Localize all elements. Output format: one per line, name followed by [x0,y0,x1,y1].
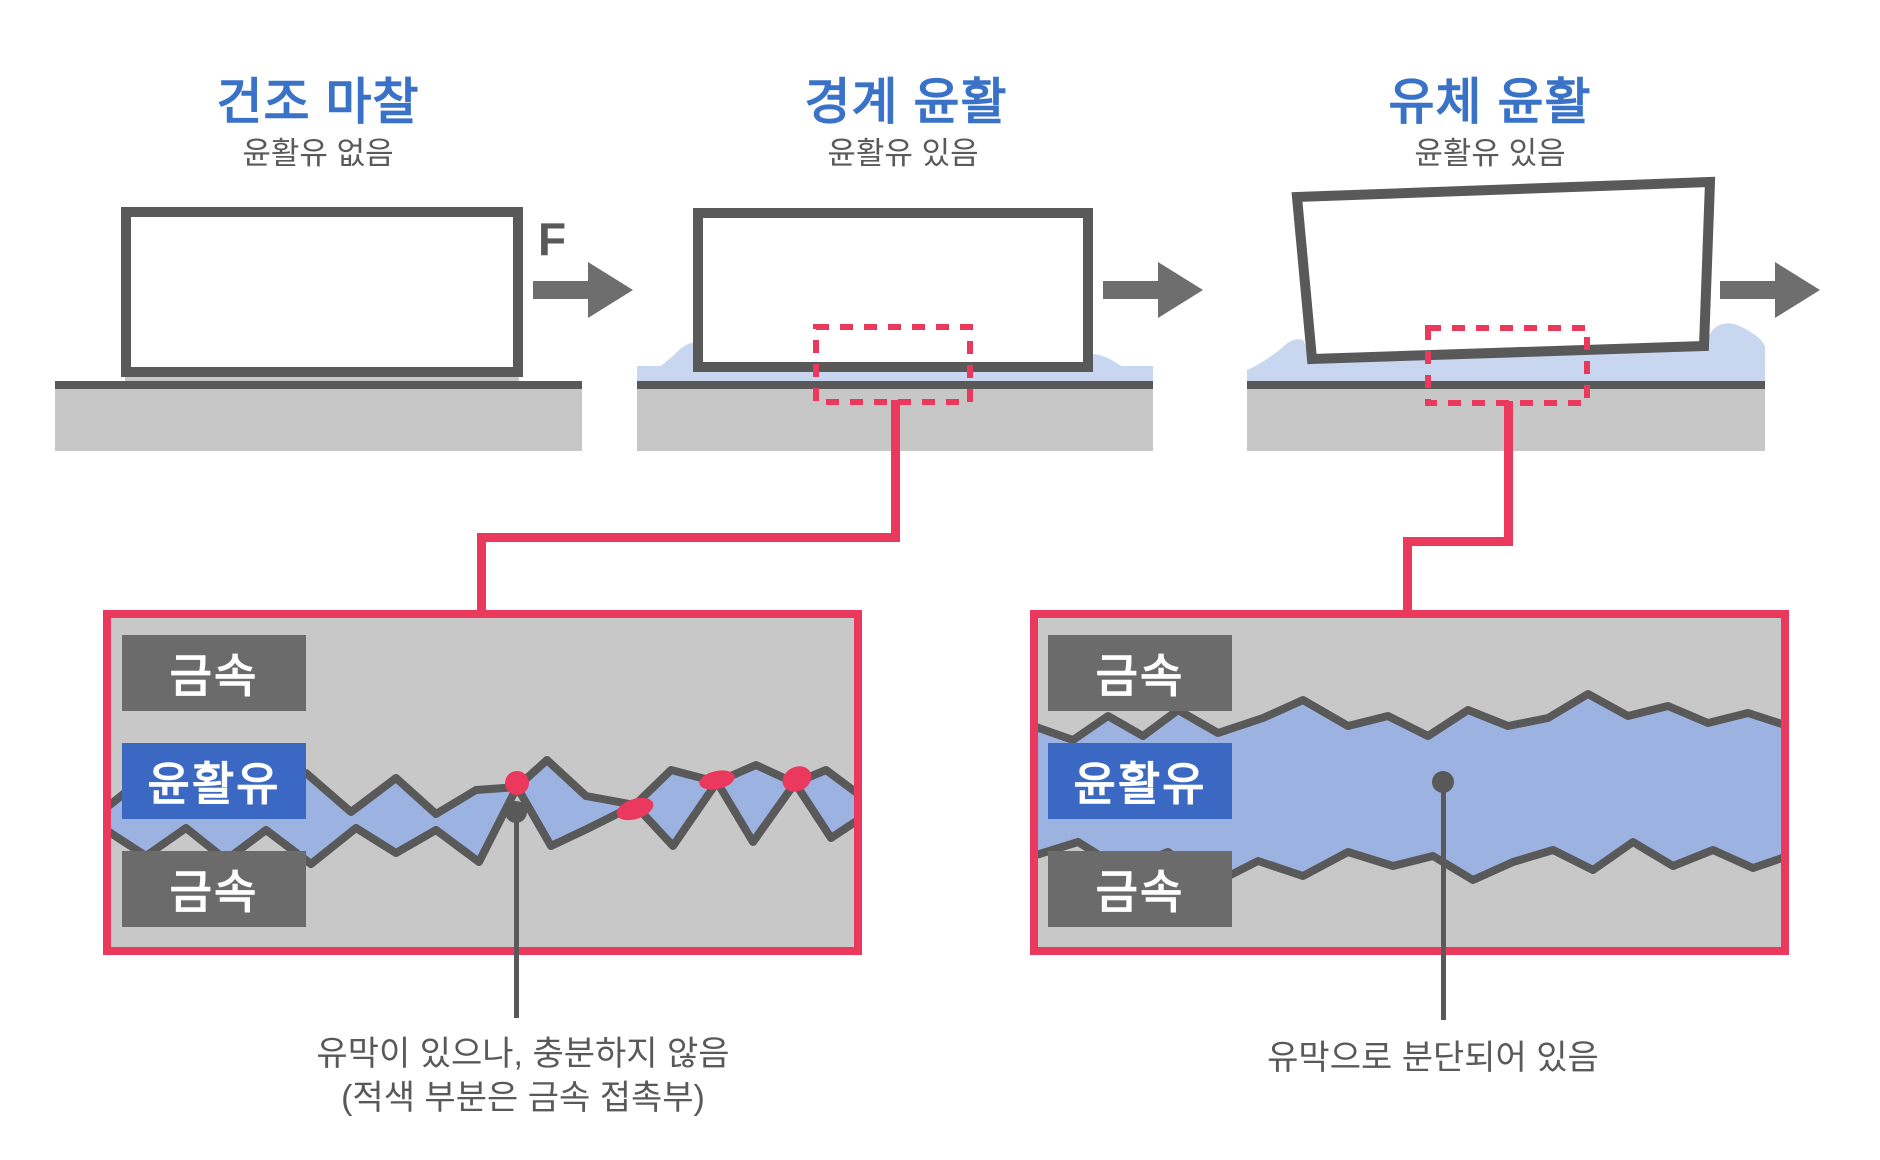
fluid-caption-line1: 유막으로 분단되어 있음 [1267,1039,1599,1077]
dry-ground [55,389,582,451]
fluid-detail-caption: 유막으로 분단되어 있음 [1267,1036,1599,1080]
boundary-oil-puddle-left [637,342,695,382]
panel-dry-subtitle: 윤활유 없음 [242,136,394,171]
fluid-caption-leader-line [1441,790,1446,1020]
boundary-connector-vertical-top [891,400,900,542]
fluid-connector-vertical-bottom [1403,537,1412,613]
boundary-caption-line2: (적색 부분은 금속 접촉부) [341,1079,705,1117]
panel-boundary-title: 경계 윤활 [804,74,1008,130]
fluid-lubricant-label: 윤활유 [1048,743,1232,819]
dry-sliding-block [121,207,523,377]
metal-contact-spot [505,771,529,795]
motion-arrow-icon [1103,262,1203,318]
fluid-connector-horizontal [1403,537,1513,546]
boundary-lubricant-label: 윤활유 [122,743,306,819]
force-label: F [538,213,567,265]
boundary-detail-caption: 유막이 있으나, 충분하지 않음 (적색 부분은 금속 접촉부) [316,1032,729,1120]
fluid-zoom-region-outline [1425,325,1590,406]
dry-contact-strip [125,375,519,383]
panel-dry-title: 건조 마찰 [216,74,420,130]
boundary-connector-vertical-bottom [477,533,486,613]
boundary-metal-bottom-label: 금속 [122,851,306,927]
metal-contact-spot [699,770,735,790]
metal-contact-spot [782,766,812,792]
panel-fluid-subtitle: 윤활유 있음 [1414,136,1566,171]
boundary-ground-surface [637,381,1153,389]
force-arrow-icon [533,262,633,318]
boundary-metal-top-label: 금속 [122,635,306,711]
fluid-metal-top-label: 금속 [1048,635,1232,711]
fluid-metal-bottom-label: 금속 [1048,851,1232,927]
boundary-caption-line1: 유막이 있으나, 충분하지 않음 [316,1035,730,1073]
fluid-connector-vertical-top [1504,401,1513,546]
fluid-ground-surface [1247,381,1765,389]
boundary-zoom-region-outline [813,324,973,405]
panel-boundary-subtitle: 윤활유 있음 [827,136,979,171]
dry-ground-surface [55,381,582,389]
metal-contact-spot [616,797,654,821]
boundary-connector-horizontal [477,533,900,542]
panel-fluid-title: 유체 윤활 [1388,74,1592,130]
pointer-dot [1432,771,1454,793]
boundary-sliding-block [693,208,1093,372]
motion-arrow-icon [1720,262,1820,318]
boundary-caption-leader-line [514,812,519,1018]
fluid-sliding-block [1291,176,1716,365]
boundary-oil-puddle-right [1093,354,1153,382]
